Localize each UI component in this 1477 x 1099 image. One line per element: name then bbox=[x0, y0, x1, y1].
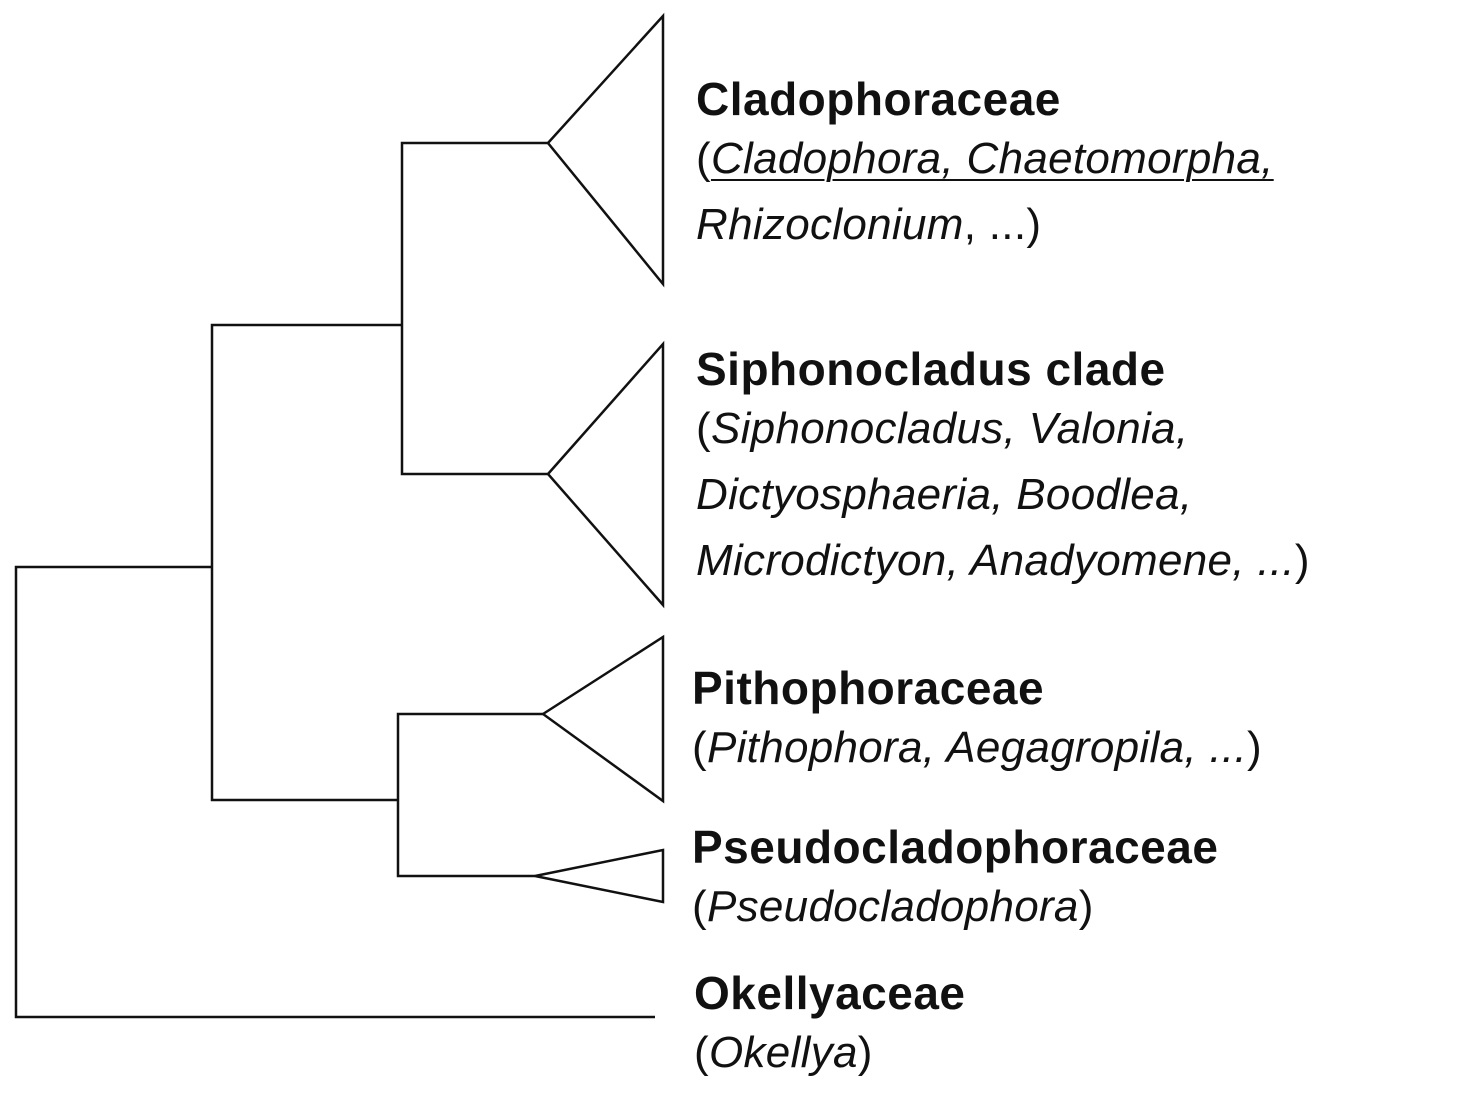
genera-list: (Pithophora, Aegagropila, ...) bbox=[692, 715, 1262, 781]
family-name: Pithophoraceae bbox=[692, 662, 1045, 714]
family-name: Cladophoraceae bbox=[696, 73, 1061, 125]
punctuation: ( bbox=[696, 404, 711, 453]
genera-list: (Siphonocladus, Valonia, Dictyosphaeria, … bbox=[696, 396, 1310, 594]
genus-names: Siphonocladus, Valonia, bbox=[710, 404, 1189, 453]
family-name: Siphonocladus clade bbox=[696, 343, 1166, 395]
siphonocladus-triangle bbox=[546, 340, 665, 609]
family-name: Okellyaceae bbox=[694, 967, 966, 1019]
genera-line: (Okellya) bbox=[694, 1020, 966, 1086]
genera-line: (Cladophora, Chaetomorpha, bbox=[696, 126, 1274, 192]
genus-names: Microdictyon, Anadyomene, ... bbox=[696, 536, 1295, 585]
punctuation: ( bbox=[692, 882, 707, 931]
clade-label-pithophoraceae: Pithophoraceae (Pithophora, Aegagropila,… bbox=[692, 661, 1262, 781]
pithophoraceae-triangle bbox=[540, 634, 665, 804]
genera-line: (Siphonocladus, Valonia, bbox=[696, 396, 1310, 462]
pseudocladophoraceae-triangle bbox=[534, 848, 665, 904]
punctuation: ) bbox=[1294, 536, 1310, 585]
clade-label-siphonocladus: Siphonocladus clade (Siphonocladus, Valo… bbox=[696, 342, 1310, 594]
punctuation: , ...) bbox=[963, 200, 1042, 249]
punctuation: ( bbox=[692, 723, 707, 772]
punctuation: ( bbox=[694, 1028, 709, 1077]
upper-clade-node-branch bbox=[400, 141, 548, 476]
genera-line: Rhizoclonium, ...) bbox=[696, 192, 1274, 258]
genus-names: Rhizoclonium bbox=[696, 200, 964, 249]
genus-names: Cladophora, Chaetomorpha, bbox=[710, 134, 1274, 183]
genera-list: (Pseudocladophora) bbox=[692, 874, 1218, 940]
genus-names: Dictyosphaeria, Boodlea, bbox=[696, 470, 1193, 519]
genus-names: Pithophora, Aegagropila, ... bbox=[706, 723, 1247, 772]
genera-list: (Okellya) bbox=[694, 1020, 966, 1086]
genus-names: Pseudocladophora bbox=[706, 882, 1079, 931]
punctuation: ) bbox=[1078, 882, 1094, 931]
genera-line: (Pseudocladophora) bbox=[692, 874, 1218, 940]
genera-list: (Cladophora, Chaetomorpha,Rhizoclonium, … bbox=[696, 126, 1274, 258]
ingroup-node-branch bbox=[210, 323, 402, 802]
genus-names: Okellya bbox=[708, 1028, 858, 1077]
root-branch bbox=[14, 565, 655, 1019]
clade-label-cladophoraceae: Cladophoraceae (Cladophora, Chaetomorpha… bbox=[696, 72, 1274, 258]
clade-label-pseudocladophoraceae: Pseudocladophoraceae (Pseudocladophora) bbox=[692, 820, 1218, 940]
family-name: Pseudocladophoraceae bbox=[692, 821, 1219, 873]
punctuation: ) bbox=[1246, 723, 1262, 772]
cladophoraceae-triangle bbox=[546, 12, 665, 288]
genera-line: Dictyosphaeria, Boodlea, bbox=[696, 462, 1310, 528]
genera-line: (Pithophora, Aegagropila, ...) bbox=[692, 715, 1262, 781]
punctuation: ( bbox=[696, 134, 711, 183]
punctuation: ) bbox=[857, 1028, 873, 1077]
lower-clade-node-branch bbox=[396, 712, 543, 878]
genera-line: Microdictyon, Anadyomene, ...) bbox=[696, 528, 1310, 594]
clade-label-okellyaceae: Okellyaceae (Okellya) bbox=[694, 966, 966, 1086]
